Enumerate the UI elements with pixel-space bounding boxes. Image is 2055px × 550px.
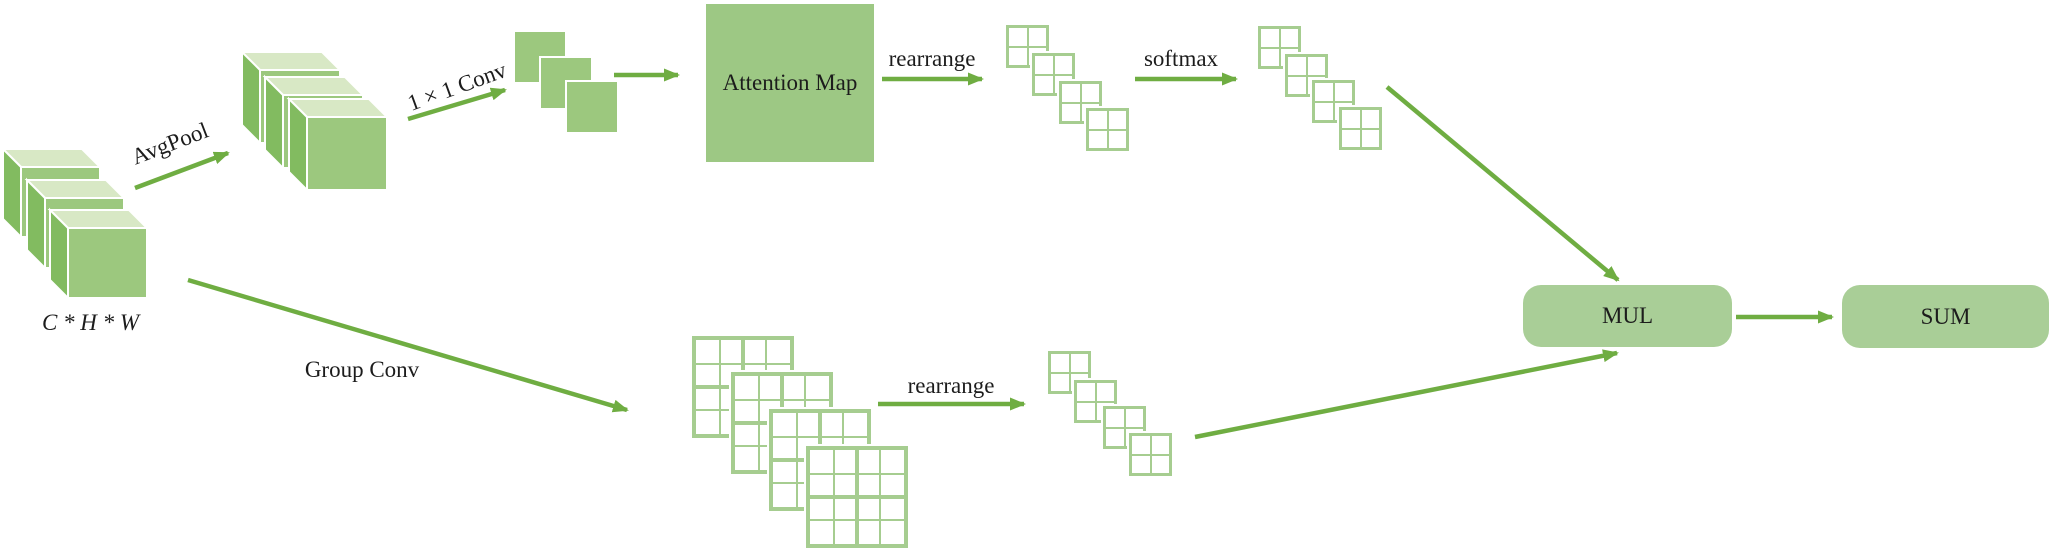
attention-slice-grid bbox=[1032, 53, 1075, 96]
rearrange-bottom-label: rearrange bbox=[907, 373, 995, 398]
attention-map-box: Attention Map bbox=[706, 4, 874, 162]
attention-map-label: Attention Map bbox=[722, 70, 858, 95]
mul-label: MUL bbox=[1601, 303, 1654, 328]
value-to-mul-arrow bbox=[1194, 349, 1619, 440]
rearrange-top-label: rearrange bbox=[888, 46, 976, 71]
group-conv-arrow bbox=[187, 277, 629, 413]
mul-box: MUL bbox=[1523, 285, 1732, 347]
attention-to-mul-arrow bbox=[1385, 85, 1620, 282]
attention-slice-grid bbox=[1086, 108, 1129, 151]
avgpool-arrow bbox=[134, 150, 230, 191]
sum-box: SUM bbox=[1842, 285, 2049, 348]
group-conv-feature-grid bbox=[806, 446, 908, 548]
pooled-tensor-cubes bbox=[239, 49, 390, 193]
conv1x1-arrow bbox=[407, 87, 507, 122]
value-slice-grid bbox=[1129, 433, 1172, 476]
input-tensor-cubes bbox=[0, 146, 150, 301]
softmax-label: softmax bbox=[1143, 46, 1219, 71]
value-slice-grid bbox=[1103, 406, 1146, 449]
sum-label: SUM bbox=[1920, 303, 1971, 329]
conv-feature-square bbox=[567, 82, 617, 132]
group-conv-label: Group Conv bbox=[304, 357, 420, 382]
softmax-slice-grid bbox=[1312, 80, 1355, 123]
input-dims-label: C * H * W bbox=[41, 310, 140, 335]
softmax-slice-grid bbox=[1339, 107, 1382, 150]
